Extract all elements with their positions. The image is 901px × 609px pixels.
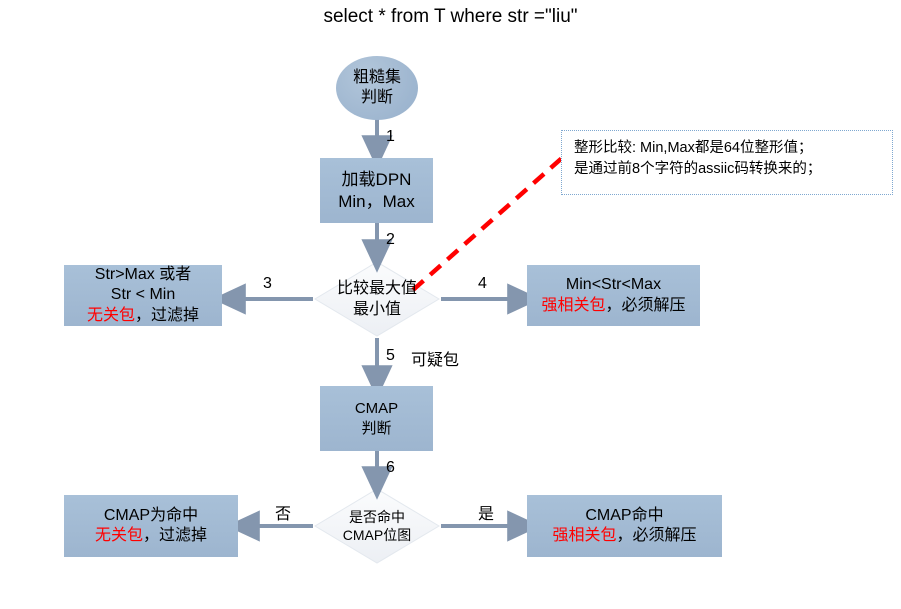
edge-label-5: 5 — [386, 347, 395, 364]
node-out-cmap-miss-highlight: 无关包 — [94, 527, 143, 544]
node-out-match-range-line2: 强相关包，必须解压 — [541, 296, 685, 316]
node-out-filter-range-rest: ，过滤掉 — [135, 306, 200, 324]
node-decision-minmax-line1: 比较最大值 — [336, 280, 417, 298]
node-out-cmap-hit-rest: ，必须解压 — [616, 527, 697, 544]
node-out-filter-range[interactable]: Str>Max 或者 Str < Min 无关包，过滤掉 — [64, 265, 222, 326]
node-out-cmap-hit-highlight: 强相关包 — [552, 527, 617, 544]
node-decision-minmax-line2: 最小值 — [352, 301, 401, 318]
node-start-line2: 判断 — [360, 89, 393, 106]
edge-label-yes: 是 — [478, 506, 495, 523]
node-start[interactable]: 粗糙集 判断 — [336, 56, 418, 120]
node-cmap-line2: 判断 — [361, 419, 392, 437]
node-cmap[interactable]: CMAP 判断 — [320, 386, 433, 451]
edge-label-no: 否 — [275, 506, 292, 523]
node-out-cmap-hit-line1: CMAP命中 — [585, 506, 664, 524]
node-out-cmap-hit[interactable]: CMAP命中 强相关包，必须解压 — [527, 495, 722, 557]
node-decision-minmax[interactable]: 比较最大值 最小值 — [305, 272, 449, 328]
node-start-line1: 粗糙集 — [352, 68, 401, 86]
node-out-cmap-miss-line2: 无关包，过滤掉 — [95, 526, 207, 546]
node-out-match-range[interactable]: Min<Str<Max 强相关包，必须解压 — [527, 265, 700, 326]
edge-label-2: 2 — [386, 231, 395, 248]
node-decision-cmap-line1: 是否命中 — [349, 508, 405, 525]
node-out-cmap-hit-line2: 强相关包，必须解压 — [552, 526, 696, 546]
node-out-match-range-highlight: 强相关包 — [541, 296, 606, 314]
node-out-filter-range-line2: Str < Min — [110, 286, 176, 304]
node-load-dpn-line2: Min，Max — [338, 191, 415, 211]
node-out-match-range-rest: ，必须解压 — [605, 296, 686, 314]
edge-label-1: 1 — [386, 128, 395, 145]
callout-note-line2: 是通过前8个字符的assiic码转换来的； — [574, 161, 822, 178]
node-cmap-line1: CMAP — [354, 400, 399, 418]
callout-note[interactable]: 整形比较: Min,Max都是64位整形值； 是通过前8个字符的assiic码转… — [561, 130, 893, 195]
node-decision-cmap-line2: CMAP位图 — [342, 527, 412, 543]
node-out-filter-range-line3: 无关包，过滤掉 — [87, 306, 199, 326]
callout-note-line1: 整形比较: Min,Max都是64位整形值； — [574, 140, 813, 156]
edge-label-5-text: 可疑包 — [411, 352, 460, 369]
node-out-filter-range-highlight: 无关包 — [86, 306, 135, 324]
node-out-filter-range-line1: Str>Max 或者 — [94, 265, 192, 283]
node-decision-cmap[interactable]: 是否命中 CMAP位图 — [305, 501, 449, 551]
node-out-match-range-line1: Min<Str<Max — [565, 276, 662, 294]
edge-label-6: 6 — [386, 459, 395, 476]
node-out-cmap-miss[interactable]: CMAP为命中 无关包，过滤掉 — [64, 495, 238, 557]
node-out-cmap-miss-rest: ，过滤掉 — [143, 527, 208, 544]
edge-label-3: 3 — [263, 275, 272, 292]
node-load-dpn-line1: 加载DPN — [341, 169, 412, 189]
page-title: select * from T where str ="liu" — [323, 6, 578, 27]
node-out-cmap-miss-line1: CMAP为命中 — [103, 506, 199, 524]
node-load-dpn[interactable]: 加载DPN Min，Max — [320, 158, 433, 223]
edge-label-4: 4 — [478, 275, 487, 292]
